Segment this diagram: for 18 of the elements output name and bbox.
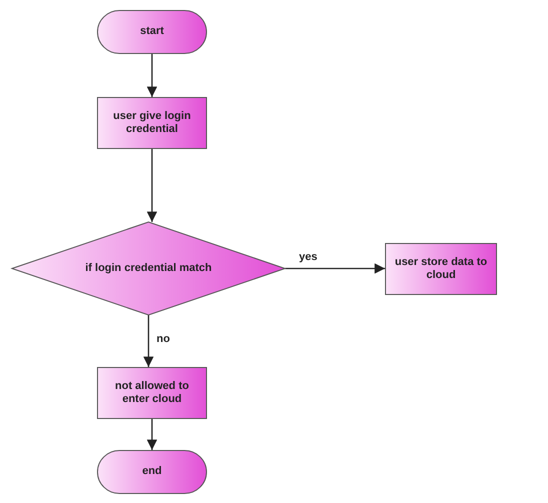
arrow (146, 149, 158, 222)
process-box (97, 367, 207, 419)
process-box (97, 97, 207, 149)
node-label: user store data to cloud (394, 256, 488, 282)
terminal-pill (97, 450, 207, 494)
node-label: user give login credential (112, 110, 192, 136)
terminal-pill (97, 10, 207, 54)
node-label: not allowed to enter cloud (114, 380, 190, 406)
arrow (146, 54, 158, 97)
decision-diamond (10, 221, 287, 316)
arrow (285, 263, 385, 274)
edge-label: no (154, 333, 172, 345)
process-box (385, 243, 497, 295)
node-label: if login credential match (85, 262, 212, 276)
arrow (143, 315, 154, 367)
arrow (146, 419, 158, 450)
node-label: end (142, 465, 162, 479)
node-label: start (140, 25, 164, 39)
